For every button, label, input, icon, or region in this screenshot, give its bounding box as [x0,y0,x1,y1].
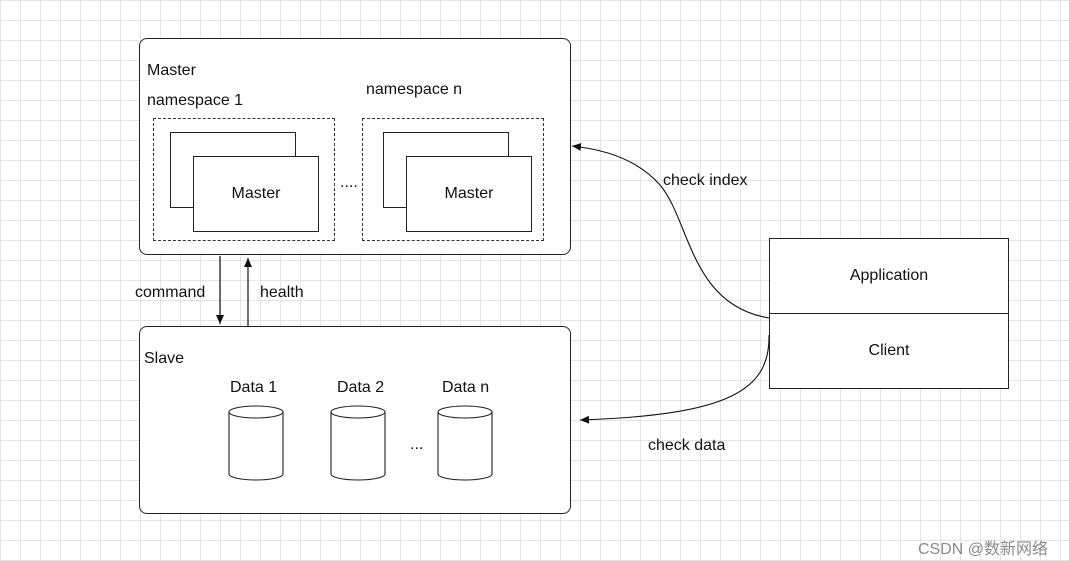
master-title: Master [147,62,196,79]
master-node-1-label: Master [231,185,281,202]
master-node-n-label: Master [444,185,494,202]
check-data-curve [579,334,770,424]
namespace-1-label: namespace 1 [147,92,244,109]
slave-container [139,326,571,514]
data-ellipsis: ... [410,436,424,453]
command-label: command [135,284,206,301]
check-index-label: check index [663,172,748,189]
application-box: Application [769,238,1009,314]
data-n-label: Data n [442,379,490,396]
client-box: Client [769,313,1009,389]
master-node-n: Master [406,156,532,232]
namespace-ellipsis: .... [340,174,358,191]
slave-title: Slave [144,350,185,367]
health-label: health [260,284,304,301]
data-1-label: Data 1 [230,379,278,396]
master-node-1: Master [193,156,319,232]
watermark: CSDN @数新网络 [918,541,1049,558]
check-data-label: check data [648,437,726,454]
client-label: Client [868,342,910,359]
application-label: Application [849,267,929,284]
namespace-n-label: namespace n [366,81,463,98]
data-2-label: Data 2 [337,379,385,396]
